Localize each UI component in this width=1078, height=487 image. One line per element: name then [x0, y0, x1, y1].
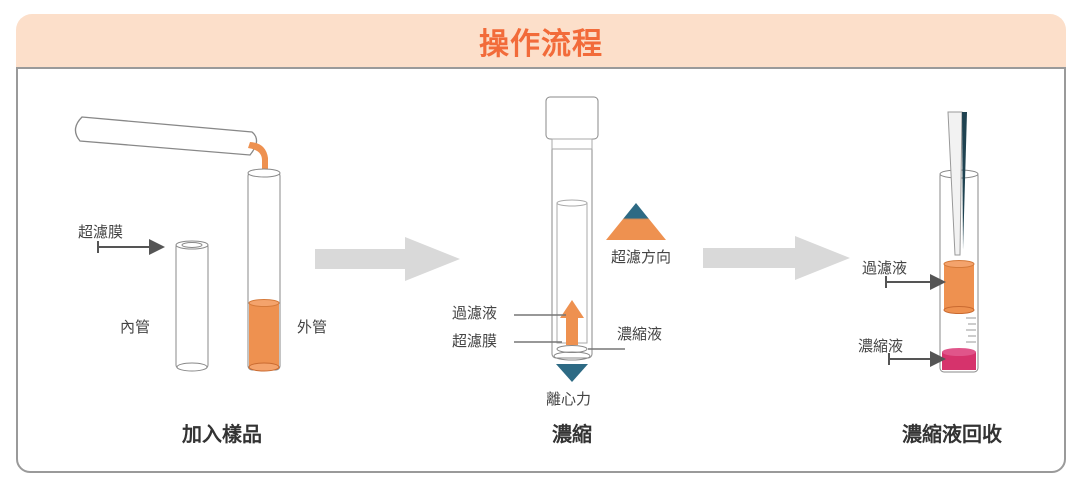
- flow-arrow-2: [703, 236, 850, 280]
- direction-label: 超濾方向: [611, 248, 671, 266]
- membrane-label: 超濾膜: [78, 223, 123, 241]
- page-title: 操作流程: [479, 26, 603, 62]
- step-caption-concentrate: 濃縮: [552, 422, 592, 446]
- membrane-label-2: 超濾膜: [452, 332, 497, 350]
- filtrate-label-3: 過濾液: [862, 259, 907, 277]
- recovery-tube: [939, 169, 979, 373]
- concentrate-label: 濃縮液: [617, 325, 662, 343]
- flow-arrow-1: [315, 237, 460, 281]
- step-recover: 過濾液 濃縮液 濃縮液回收: [858, 111, 1002, 446]
- filtration-direction-icon: [606, 203, 666, 240]
- centrifugal-down-arrow: [556, 364, 588, 382]
- centrifuge-tube: [545, 96, 599, 361]
- step-caption-recover: 濃縮液回收: [902, 422, 1002, 446]
- step-caption-add-sample: 加入樣品: [181, 422, 262, 446]
- step-add-sample: 超濾膜 內管 外管 加入樣品: [74, 116, 327, 446]
- inner-tube-label: 內管: [120, 318, 150, 336]
- step-concentrate: 超濾方向 過濾液 超濾膜 濃縮液 離心力 濃縮: [452, 96, 671, 446]
- pipette-tip: [947, 111, 967, 256]
- title-banner: 操作流程: [16, 14, 1066, 67]
- force-label: 離心力: [546, 390, 591, 408]
- outer-tube-label: 外管: [297, 318, 327, 336]
- outer-tube: [247, 168, 281, 372]
- concentrate-label-3: 濃縮液: [858, 337, 903, 355]
- filtrate-label: 過濾液: [452, 304, 497, 322]
- pouring-tube: [74, 116, 268, 178]
- inner-tube: [175, 240, 209, 372]
- filtration-up-arrow: [560, 300, 584, 345]
